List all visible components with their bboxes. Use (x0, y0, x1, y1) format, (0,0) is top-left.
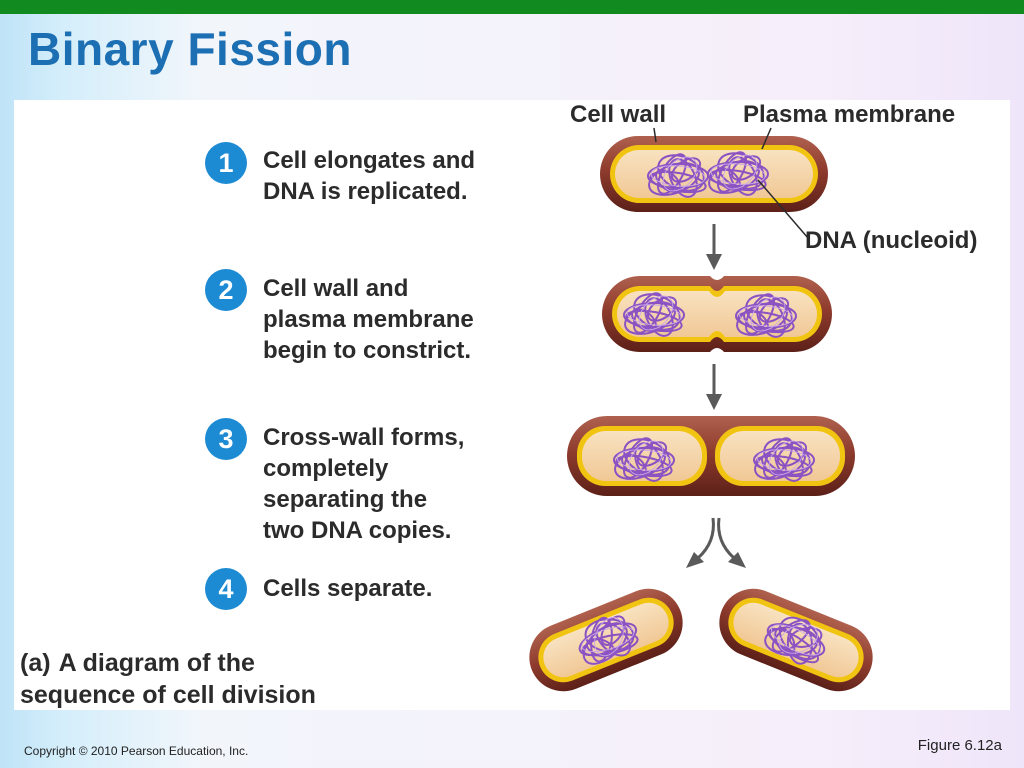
figure-number: Figure 6.12a (917, 737, 1002, 754)
figure-caption: (a)A diagram of the sequence of cell div… (20, 647, 316, 711)
arrow-split (696, 517, 736, 560)
top-accent-bar (0, 0, 1024, 14)
slide-title: Binary Fission (28, 23, 352, 75)
binary-fission-diagram: Cell wall Plasma membrane DNA (nucleoid) (529, 101, 977, 692)
step-1-badge: 1 (205, 142, 247, 184)
cell-wall-leader (653, 127, 657, 143)
step-1-text: Cell elongates and DNA is replicated. (263, 147, 476, 205)
dna-label: DNA (nucleoid) (805, 227, 977, 254)
step-3-badge: 3 (205, 418, 247, 460)
cell-separated-right (719, 588, 873, 692)
dna-leader (757, 179, 809, 239)
step-3-text: Cross-wall forms, completely separating … (263, 424, 465, 544)
plasma-membrane-leader (761, 127, 772, 150)
cell-elongated (600, 136, 828, 212)
step-2-badge: 2 (205, 269, 247, 311)
cell-cross-wall (567, 416, 855, 496)
arrow-down-1 (706, 224, 722, 270)
plasma-membrane-label: Plasma membrane (743, 101, 955, 128)
step-4-text: Cells separate. (263, 575, 433, 602)
caption-text: A diagram of the sequence of cell divisi… (20, 649, 316, 709)
step-4-badge: 4 (205, 568, 247, 610)
step-2-text: Cell wall and plasma membrane begin to c… (263, 275, 474, 364)
arrow-down-2 (706, 364, 722, 410)
cell-separated-left (529, 588, 683, 692)
cell-constricting (602, 276, 832, 352)
caption-tag: (a) (20, 649, 51, 677)
cell-wall-label: Cell wall (570, 101, 666, 128)
copyright-notice: Copyright © 2010 Pearson Education, Inc. (24, 744, 249, 758)
figure-panel: Cell wall Plasma membrane DNA (nucleoid)… (14, 100, 1010, 710)
arrow-split-right-head (728, 552, 746, 568)
arrow-split-left-head (686, 552, 704, 568)
